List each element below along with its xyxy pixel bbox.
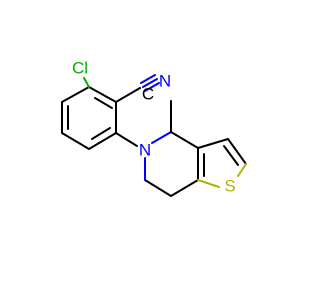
nitrile-carbon-atom: C: [142, 85, 154, 104]
bond: [227, 138, 247, 165]
c-cn-bond: [115, 87, 141, 103]
bond: [170, 179, 199, 197]
bond: [88, 86, 117, 103]
bond: [144, 179, 172, 197]
bond: [94, 97, 113, 109]
bond: [151, 131, 172, 144]
bond: [197, 179, 220, 188]
bond: [170, 131, 199, 149]
nitrile-triple-bond-1: [142, 78, 158, 88]
bond: [197, 138, 229, 149]
thiophene-ring: [197, 138, 247, 188]
molecule-diagram: Cl C N N S: [61, 59, 247, 197]
bond: [88, 132, 117, 150]
bond: [223, 145, 239, 166]
chlorine-atom: Cl: [72, 59, 88, 78]
tetrahydropyridine-ring: [144, 131, 199, 197]
nitrile-triple-bond-3: [144, 82, 160, 92]
thiophene-sulfur-atom: S: [224, 177, 235, 196]
bond: [91, 127, 111, 140]
nitrile-nitrogen-atom: N: [159, 72, 171, 91]
bond: [237, 163, 247, 177]
nitrile-triple-bond-2: [140, 74, 156, 84]
c-cl-bond: [83, 77, 90, 88]
amine-nitrogen-atom: N: [139, 141, 151, 160]
bond: [61, 86, 90, 103]
bond: [61, 132, 90, 150]
benzene-ring: [61, 86, 117, 150]
aryl-n-bond: [115, 132, 138, 147]
